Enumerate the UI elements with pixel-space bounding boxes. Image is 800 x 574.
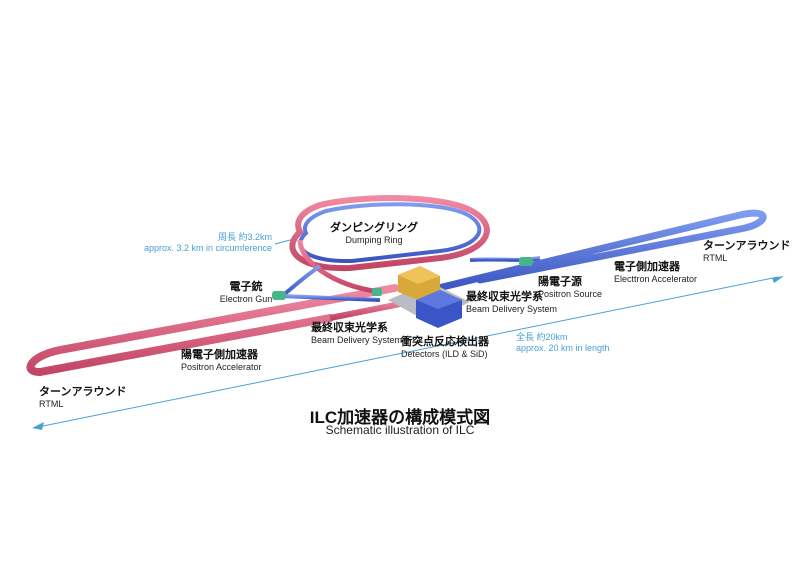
electron-accelerator-en: Electtron Accelerator xyxy=(614,274,698,284)
total-length-label: 全長 約20km approx. 20 km in length xyxy=(516,332,610,354)
total-length-arrow xyxy=(32,276,784,430)
positron-accelerator-label: 陽電子側加速器 Positron Accelerator xyxy=(181,349,262,373)
positron-accelerator-en: Positron Accelerator xyxy=(181,362,262,372)
damping-ring-en: Dumping Ring xyxy=(345,235,403,245)
bds-right-label: 最終収束光学系 Beam Delivery System xyxy=(466,291,557,315)
bds-right-en: Beam Delivery System xyxy=(466,304,558,314)
positron-accelerator-jp: 陽電子側加速器 xyxy=(181,349,258,361)
bds-module xyxy=(372,288,382,296)
positron-source-module xyxy=(519,257,533,266)
positron-source-label: 陽電子源 Positron Source xyxy=(538,276,602,300)
positron-source-jp: 陽電子源 xyxy=(538,276,582,288)
electron-gun-module xyxy=(272,291,286,300)
electron-accelerator-jp: 電子側加速器 xyxy=(614,261,680,273)
bds-left-label: 最終収束光学系 Beam Delivery System xyxy=(311,322,402,346)
turnaround-left-jp: ターンアラウンド xyxy=(39,386,127,398)
circumference-en: approx. 3.2 km in circumference xyxy=(143,243,272,253)
bds-left-jp: 最終収束光学系 xyxy=(311,322,388,334)
detectors-en: Detectors (ILD & SiD) xyxy=(401,349,488,359)
diagram-subtitle: Schematic illustration of ILC xyxy=(325,423,475,437)
circumference-jp: 周長 約3.2km xyxy=(217,232,272,242)
circumference-label: 周長 約3.2km approx. 3.2 km in circumferenc… xyxy=(136,232,272,254)
electron-gun-en: Electron Gun xyxy=(219,294,273,304)
total-length-jp: 全長 約20km xyxy=(516,332,568,342)
electron-accelerator-label: 電子側加速器 Electtron Accelerator xyxy=(614,261,697,285)
components xyxy=(272,257,533,300)
turnaround-left-label: ターンアラウンド RTML xyxy=(39,386,126,410)
damping-ring-label: ダンピングリング Dumping Ring xyxy=(330,222,418,246)
detectors-jp: 衝突点反応検出器 xyxy=(401,336,489,348)
electron-gun-jp: 電子銃 xyxy=(229,281,263,293)
detectors-hall xyxy=(388,266,470,328)
bds-left-en: Beam Delivery System xyxy=(311,335,403,345)
damping-ring-jp: ダンピングリング xyxy=(330,222,418,234)
turnaround-right-jp: ターンアラウンド xyxy=(703,240,791,252)
positron-source-en: Positron Source xyxy=(538,289,603,299)
total-length-en: approx. 20 km in length xyxy=(516,343,610,353)
detectors-label: 衝突点反応検出器 Detectors (ILD & SiD) xyxy=(401,336,489,360)
turnaround-right-en: RTML xyxy=(703,253,728,263)
turnaround-right-label: ターンアラウンド RTML xyxy=(703,240,790,264)
bds-right-jp: 最終収束光学系 xyxy=(466,291,543,303)
electron-gun-label: 電子銃 Electron Gun xyxy=(218,281,274,305)
diagram-title: ILC加速器の構成模式図 xyxy=(309,408,491,427)
turnaround-left-en: RTML xyxy=(39,399,64,409)
